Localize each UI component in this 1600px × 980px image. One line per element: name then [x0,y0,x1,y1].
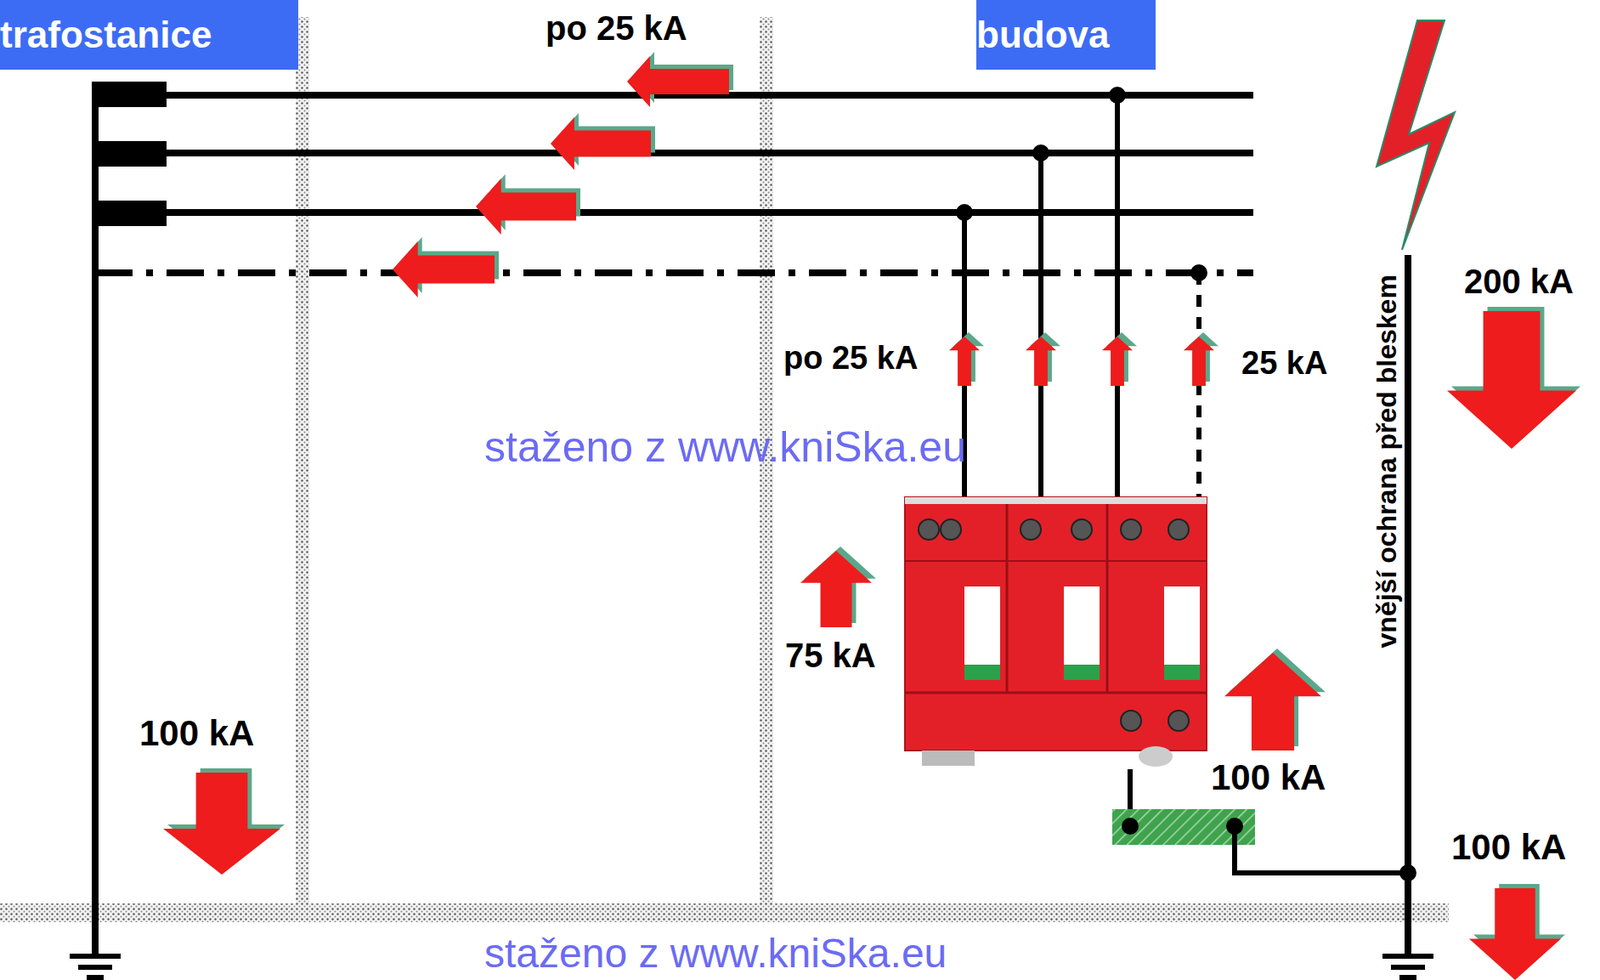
current-value: po 25 kA [543,10,690,46]
ground [0,903,1449,922]
current-arrow [550,117,651,170]
current-arrow [475,178,577,235]
current-arrow [163,772,281,875]
current-arrow [800,550,872,628]
lightning-conductor [1404,254,1412,956]
current-value: 100 kA [137,714,256,752]
vertical-label: vnější ochrana před bleskem [1373,272,1403,650]
current-value: po 25 kA [781,341,920,376]
surge-arrester [904,497,1207,767]
current-value: 75 kA [783,637,878,673]
current-arrow [392,241,495,298]
watermark: staženo z www.kniSka.eu [482,424,968,470]
current-value: 200 kA [1462,263,1576,300]
current-arrow [1224,652,1322,751]
phase-conductors [95,95,1254,213]
current-arrow [1025,336,1057,386]
current-value: 25 kA [1239,346,1329,381]
current-arrow [1447,310,1577,449]
location-box: trafostanice [0,0,299,70]
current-value: 100 kA [1449,828,1568,866]
watermark: staženo z www.kniSka.eu [482,932,949,975]
current-arrow [1102,336,1133,386]
box-title: trafostanice [0,0,299,54]
box-title: budova [976,0,1156,54]
current-arrow [1469,887,1561,980]
pen-conductor [95,269,1254,277]
location-box: budova [976,0,1156,70]
current-arrow [627,56,730,108]
lightning-bolt [1376,20,1455,250]
current-value: 100 kA [1209,758,1328,797]
current-arrow [1183,336,1215,386]
current-arrow [949,336,980,386]
